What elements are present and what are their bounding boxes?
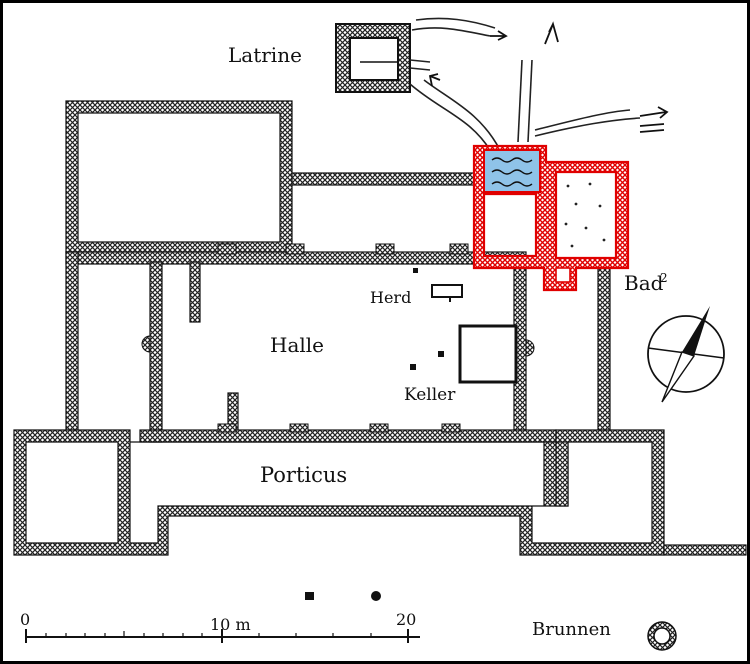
wall-inner-1: [189, 261, 201, 323]
wall-nw-room: [65, 100, 293, 253]
drains: [409, 17, 641, 151]
label-herd: Herd: [370, 288, 411, 307]
bath-complex: [472, 144, 630, 292]
north-arrow-icon: [647, 306, 725, 403]
herd-hearth: [431, 284, 463, 298]
post-hole-1: [413, 268, 418, 273]
hypocaust-dots: [564, 182, 606, 248]
scale-mid: 10 m: [210, 615, 251, 634]
walls: [13, 23, 747, 556]
post-hole-5: [371, 591, 381, 601]
wall-latrine: [335, 23, 411, 93]
scale-bar: 0 10 m 20: [20, 610, 420, 643]
drain-arrow-icon: [428, 21, 669, 133]
water-waves: [491, 157, 533, 187]
scale-end: 20: [396, 610, 416, 629]
post-hole-4: [305, 592, 314, 600]
post-hole-2: [438, 351, 444, 357]
piers: [141, 243, 535, 433]
wall-hall-s: [139, 429, 557, 443]
wall-corridor-n: [291, 172, 476, 186]
label-bath: Bad: [624, 271, 664, 295]
label-porticus: Porticus: [260, 463, 347, 487]
wall-east: [597, 267, 611, 437]
hall-features: [305, 268, 518, 601]
label-latrine: Latrine: [228, 43, 302, 67]
label-keller: Keller: [404, 385, 456, 405]
bath-furnace: [555, 267, 571, 283]
label-bath-sup: 2: [660, 271, 668, 285]
scale-start: 0: [20, 610, 30, 629]
label-halle: Halle: [270, 333, 324, 357]
wall-west: [65, 251, 79, 431]
post-hole-3: [410, 364, 416, 370]
wall-ext-se: [663, 544, 747, 556]
well-ring-icon: [647, 621, 677, 651]
label-brunnen: Brunnen: [532, 619, 611, 640]
keller-cellar: [458, 324, 518, 384]
wall-divider-e: [555, 441, 569, 507]
wall-hall-w: [149, 261, 163, 443]
